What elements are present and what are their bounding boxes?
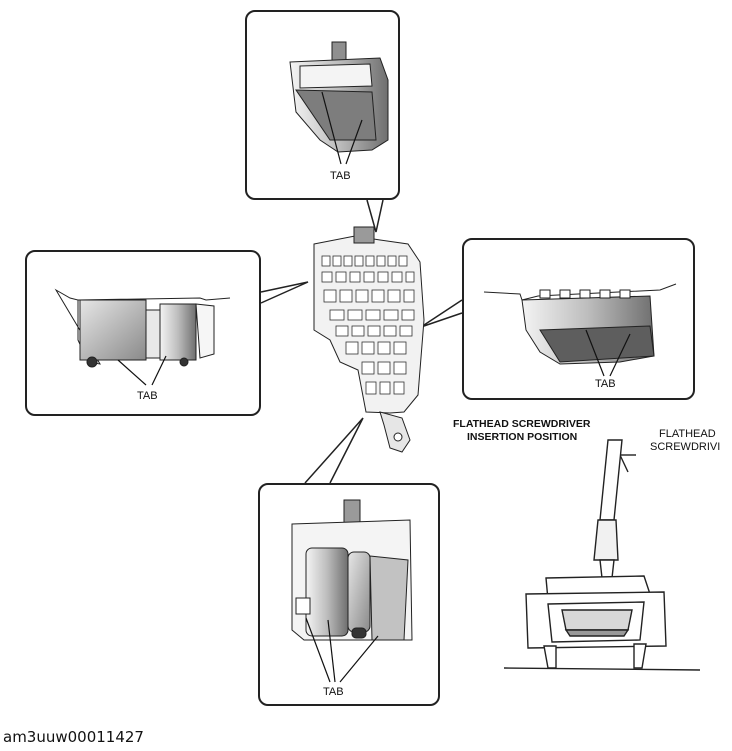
insertion-position-label-line1: FLATHEAD SCREWDRIVER [453, 418, 591, 430]
tab-label-right: TAB [595, 378, 616, 390]
figure-code: am3uuw00011427 [3, 728, 144, 746]
tab-pointer-bottom [305, 617, 379, 683]
tab-label-left: TAB [137, 390, 158, 402]
flathead-screwdriver-icon [503, 439, 701, 671]
insertion-position-label-line2: INSERTION POSITION [467, 431, 578, 443]
tab-pointer-right [585, 329, 631, 377]
screwdriver-label-line1: FLATHEAD [659, 428, 716, 440]
connector-tab-icon [54, 288, 231, 368]
tab-pointer-left [117, 355, 167, 386]
connector-tab-icon [289, 41, 389, 153]
screwdriver-label-line2: SCREWDRIVI [650, 441, 721, 453]
tab-label-top: TAB [330, 170, 351, 182]
tab-label-bottom: TAB [323, 686, 344, 698]
connector-tab-icon [291, 499, 413, 641]
tab-pointer-top [321, 91, 363, 165]
connector-tab-icon [483, 283, 677, 365]
fuse-junction-box-icon [313, 226, 425, 453]
